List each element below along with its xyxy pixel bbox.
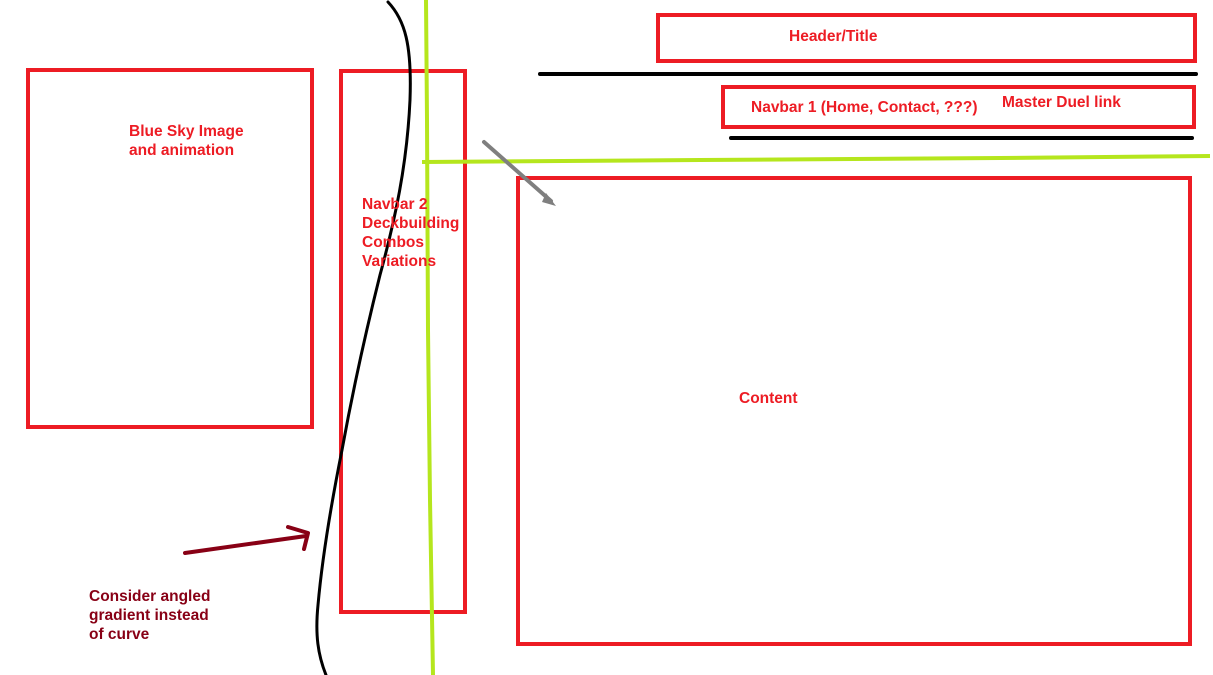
content-region (516, 176, 1192, 646)
navbar2-region (339, 69, 467, 614)
annotation-arrow (183, 534, 308, 555)
header-label: Header/Title (789, 28, 878, 45)
annotation-arrow-head (286, 525, 310, 551)
blue-sky-region (26, 68, 314, 429)
content-label: Content (739, 390, 798, 407)
horizontal-guide-line (421, 154, 1211, 164)
master-duel-label: Master Duel link (1002, 94, 1121, 111)
blue-sky-label: Blue Sky Image and animation (129, 123, 244, 159)
header-region (656, 13, 1197, 63)
annotation-note: Consider angled gradient instead of curv… (89, 588, 211, 643)
navbar2-label: Navbar 2 Deckbuilding Combos Variations (362, 196, 460, 270)
navbar1-region (721, 85, 1196, 129)
navbar1-label: Navbar 1 (Home, Contact, ???) (751, 99, 978, 116)
